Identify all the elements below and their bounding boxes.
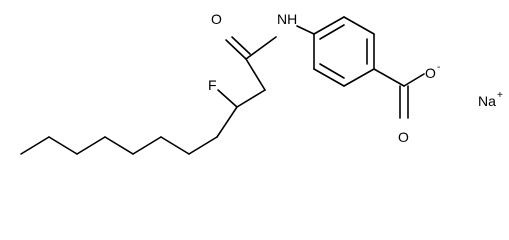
ring-bond-2 bbox=[343, 16, 375, 35]
ring-bond-4 bbox=[343, 68, 375, 87]
bond-c-o-single bbox=[403, 73, 425, 87]
bond-c4-c5 bbox=[104, 136, 134, 155]
benzene-ring bbox=[313, 16, 375, 87]
ring-double-3 bbox=[319, 63, 345, 79]
charge-carboxylate: - bbox=[437, 62, 440, 73]
bond-c9-c10 bbox=[236, 89, 266, 108]
bond-c10-carbonyl bbox=[245, 58, 266, 91]
atom-fluorine: F bbox=[208, 77, 217, 93]
bond-c8-c9 bbox=[216, 106, 238, 138]
bond-c5-c6 bbox=[132, 136, 162, 155]
ring-bond-1 bbox=[313, 16, 345, 35]
atom-oxygen-carboxyl-double: O bbox=[398, 129, 409, 145]
bond-c6-c7 bbox=[160, 136, 190, 155]
ring-bond-5 bbox=[313, 68, 345, 87]
bond-c7-c8 bbox=[188, 136, 218, 155]
atom-oxygen-amide: O bbox=[211, 11, 222, 27]
atom-sodium: Na bbox=[478, 93, 496, 109]
bond-aryl-carboxyl bbox=[373, 68, 405, 87]
bond-n-aryl bbox=[296, 25, 315, 35]
bond-c1-c2 bbox=[20, 136, 50, 155]
bond-co-outer bbox=[225, 39, 247, 60]
amide-carbonyl-double-bond bbox=[225, 36, 251, 60]
bond-co-inner bbox=[231, 36, 251, 55]
atom-oxygen-carboxyl-single: O bbox=[425, 65, 436, 81]
bond-c-f bbox=[217, 89, 238, 108]
chemical-structure: O NH F O - O Na + bbox=[20, 11, 503, 155]
atom-nitrogen-amide: NH bbox=[277, 11, 297, 27]
carboxylate-group bbox=[399, 73, 425, 119]
bond-c2-c3 bbox=[48, 136, 78, 155]
ring-double-1 bbox=[319, 24, 345, 40]
alkyl-chain-bonds bbox=[20, 58, 266, 155]
bond-c3-c4 bbox=[76, 136, 106, 155]
charge-sodium: + bbox=[497, 90, 503, 101]
bond-c-n bbox=[245, 36, 277, 60]
